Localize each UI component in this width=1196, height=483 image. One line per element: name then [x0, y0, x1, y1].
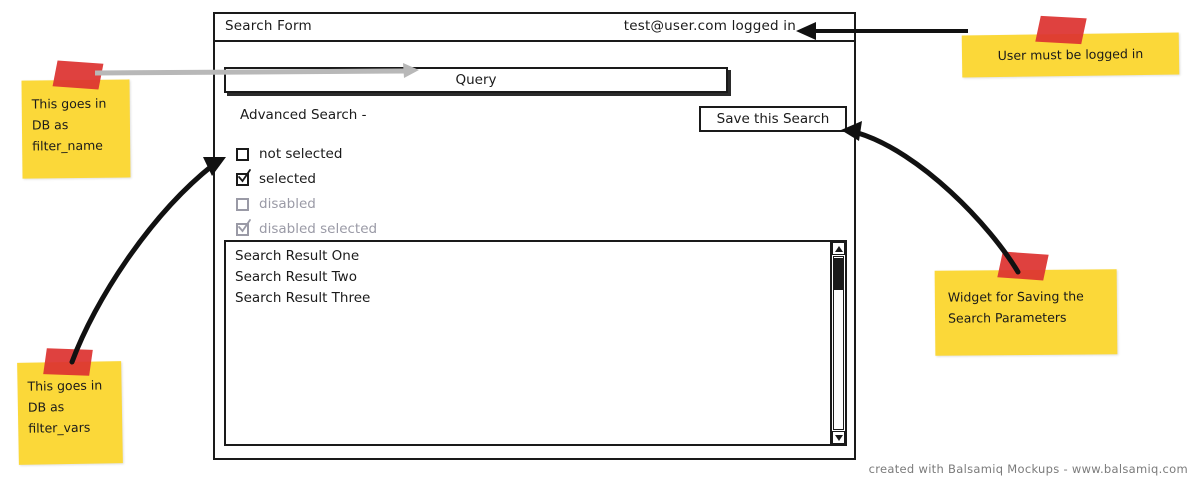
save-this-search-label: Save this Search	[716, 111, 830, 127]
footer-credit: created with Balsamiq Mockups - www.bals…	[868, 462, 1188, 476]
checkbox-box-icon	[236, 147, 249, 161]
sticky-note-line: Widget for Saving the	[947, 288, 1084, 305]
query-input-value: Query	[455, 72, 497, 88]
checkmark-icon	[238, 168, 251, 182]
search-results-items: Search Result One Search Result Two Sear…	[235, 246, 370, 309]
sticky-note-widget-save: Widget for Saving the Search Parameters	[934, 269, 1118, 356]
triangle-up-icon	[835, 246, 843, 252]
user-login-status: test@user.com logged in	[623, 18, 796, 34]
sticky-note-line: User must be logged in	[997, 45, 1144, 64]
sticky-note-filter-vars: This goes in DB as filter_vars	[17, 361, 123, 465]
sticky-note-line: DB as	[27, 399, 65, 415]
query-input[interactable]: Query	[224, 67, 728, 93]
checkbox-disabled: disabled	[236, 194, 316, 214]
sticky-note-text: User must be logged in	[962, 42, 1179, 66]
sticky-note-text: This goes in DB as filter_name	[32, 93, 107, 157]
mockup-window: Search Form test@user.com logged in Quer…	[213, 12, 856, 460]
list-item[interactable]: Search Result One	[235, 248, 360, 264]
sticky-note-text: This goes in DB as filter_vars	[27, 374, 103, 438]
list-item[interactable]: Search Result Two	[235, 269, 357, 285]
sticky-note-line: DB as	[31, 117, 69, 133]
list-item[interactable]: Search Result Three	[235, 290, 371, 306]
window-titlebar: Search Form test@user.com logged in	[215, 14, 854, 42]
checkbox-not-selected[interactable]: not selected	[236, 144, 342, 164]
triangle-down-icon	[835, 435, 843, 441]
checkbox-box-icon	[236, 168, 251, 186]
sticky-note-line: This goes in	[27, 377, 103, 394]
scroll-down-button[interactable]	[832, 431, 845, 444]
scrollbar-track[interactable]	[833, 256, 844, 430]
sticky-note-line: filter_name	[32, 137, 104, 154]
sticky-tape-icon	[52, 60, 104, 90]
checkbox-label: not selected	[259, 146, 343, 162]
search-results-list[interactable]: Search Result One Search Result Two Sear…	[224, 240, 847, 446]
sticky-tape-icon	[1035, 15, 1087, 45]
arrow-filter-vars-to-selected-checkbox	[69, 157, 226, 365]
checkbox-box-icon	[236, 197, 249, 211]
scroll-up-button[interactable]	[832, 242, 845, 255]
save-this-search-button[interactable]: Save this Search	[699, 106, 847, 132]
sticky-note-filter-name: This goes in DB as filter_name	[21, 79, 131, 179]
advanced-search-label: Advanced Search -	[240, 107, 367, 123]
sticky-note-line: Search Parameters	[947, 309, 1067, 326]
sticky-note-line: filter_vars	[28, 419, 91, 436]
results-scrollbar[interactable]	[830, 242, 845, 444]
scrollbar-thumb[interactable]	[833, 258, 844, 290]
checkbox-disabled-selected: disabled selected	[236, 218, 378, 239]
checkbox-label: selected	[259, 171, 316, 187]
window-title: Search Form	[225, 18, 312, 34]
checkbox-label: disabled	[259, 196, 316, 212]
sticky-tape-icon	[997, 251, 1049, 281]
checkbox-label: disabled selected	[259, 221, 378, 237]
arrow-widget-save-to-save-button	[841, 121, 1021, 275]
sticky-tape-icon	[43, 348, 93, 376]
checkmark-icon	[238, 218, 251, 232]
checkbox-selected[interactable]: selected	[236, 168, 316, 189]
checkbox-box-icon	[236, 218, 251, 236]
sticky-note-line: This goes in	[31, 95, 107, 112]
sticky-note-text: Widget for Saving the Search Parameters	[948, 285, 1084, 328]
